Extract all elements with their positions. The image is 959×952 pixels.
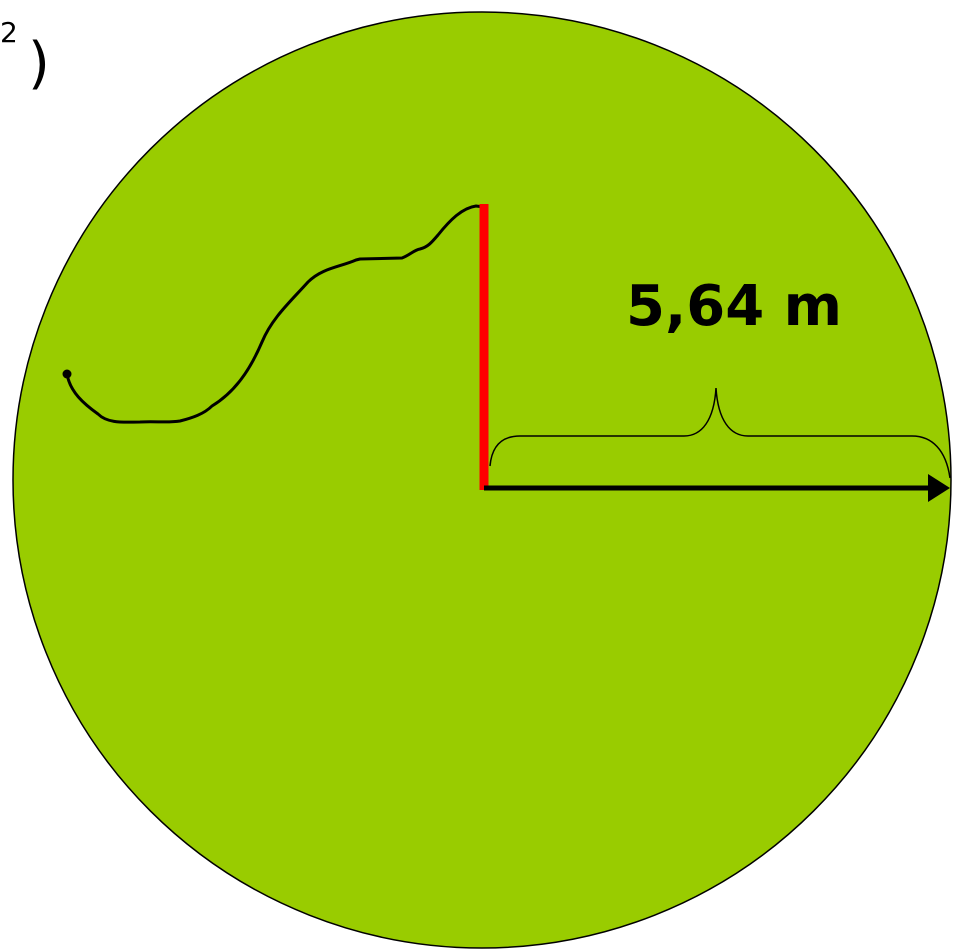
radius-label: 5,64 m [626, 274, 842, 339]
arrow-right-icon [928, 474, 950, 502]
corner-superscript: 2 [0, 16, 18, 49]
curly-brace-icon [489, 387, 951, 479]
wavy-line-start-dot [62, 369, 72, 379]
corner-paren: ) [28, 31, 50, 96]
wavy-line [65, 204, 486, 424]
